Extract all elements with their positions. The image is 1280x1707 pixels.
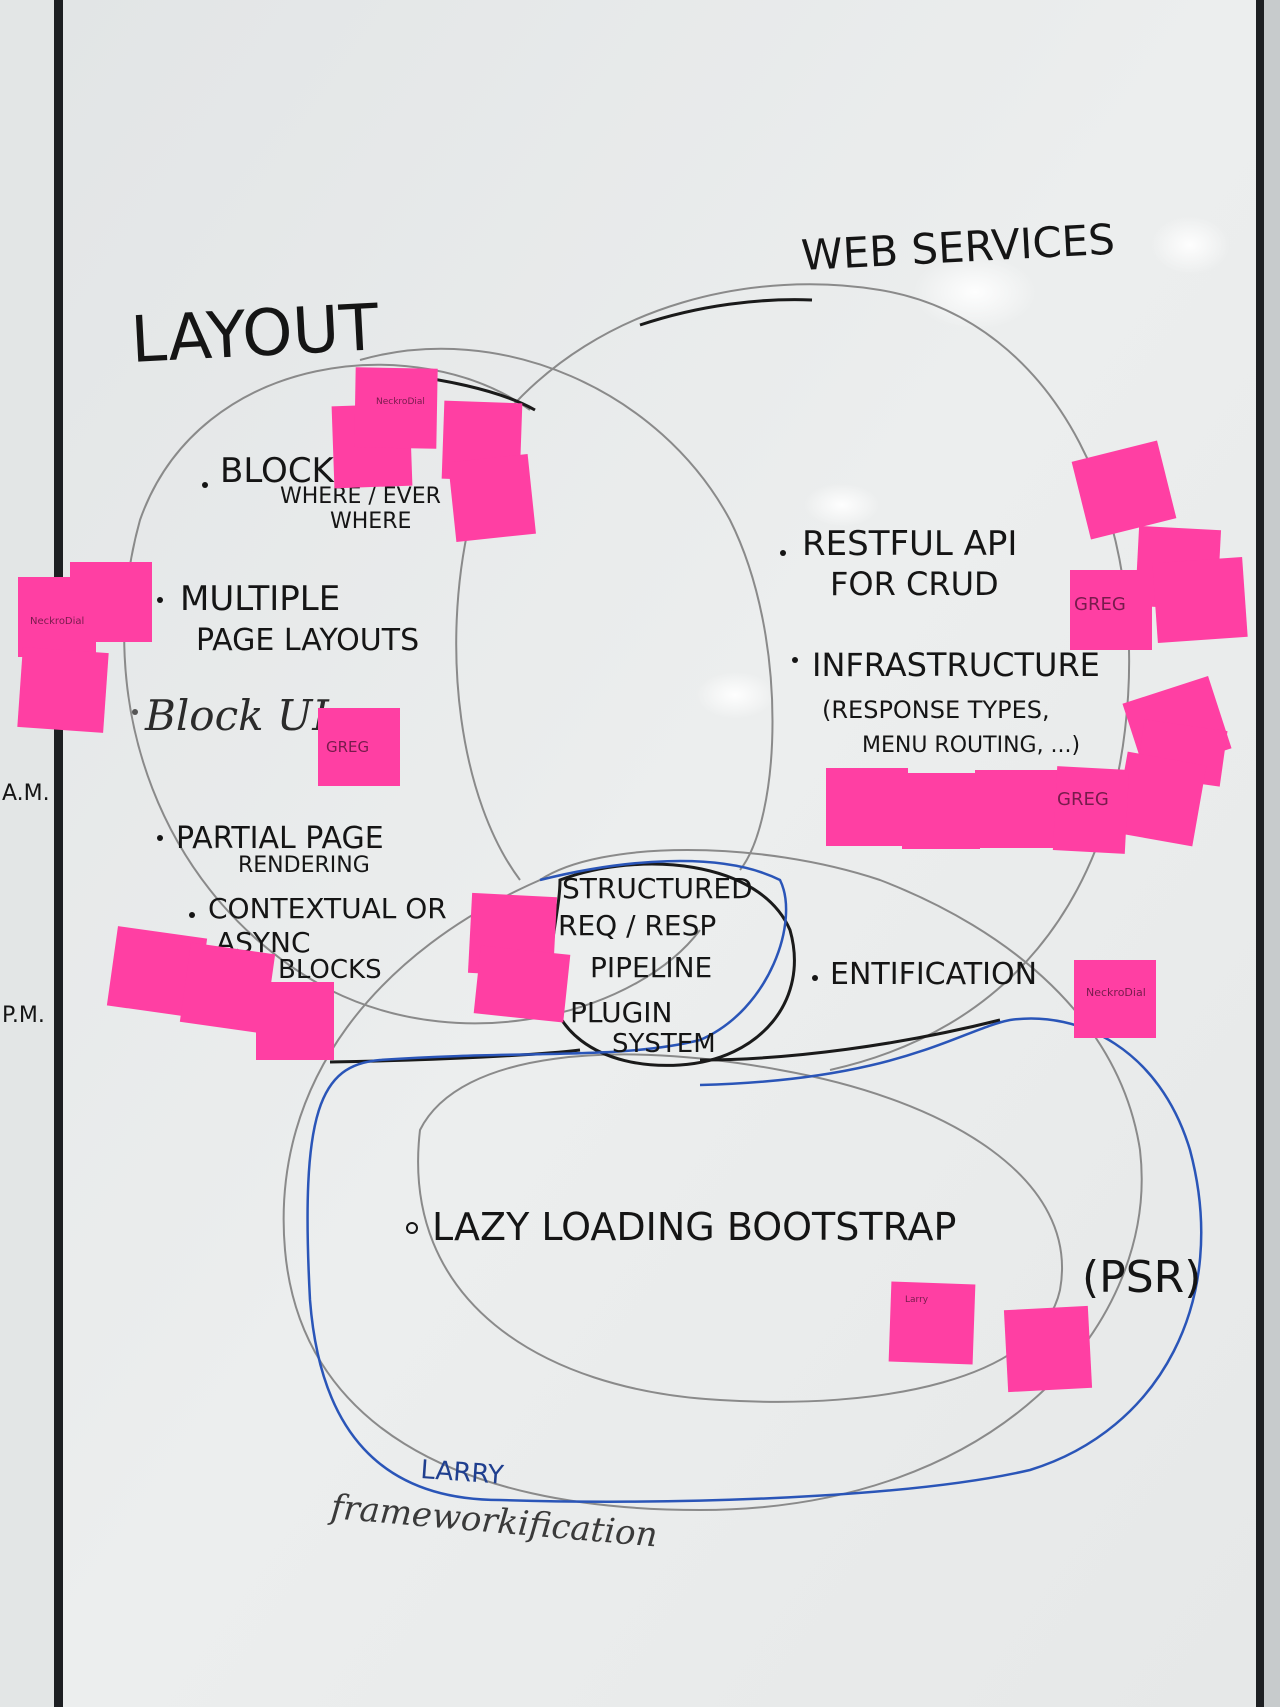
sticky-label-greg: GREG [1074,594,1126,615]
center-base-line [699,1018,1001,1062]
sticky-note [256,982,334,1060]
center-item-system: SYSTEM [612,1029,716,1059]
sticky-note [448,454,536,542]
sticky-note [473,945,571,1023]
web-item-response-types: (RESPONSE TYPES, [822,696,1050,724]
center-circle [282,849,1143,1512]
layout-item-where: WHERE [330,509,411,534]
sticky-label-greg: GREG [326,738,369,756]
sticky-note [1113,751,1207,847]
layout-item-where-ever: WHERE / EVER [280,484,441,509]
bullet [406,1222,418,1234]
sticky-note [179,942,276,1034]
sticky-note [1071,440,1177,540]
center-item-req-resp: REQ / RESP [558,909,716,942]
whiteboard-surface [62,0,1258,1707]
sticky-note [888,1281,976,1365]
bootstrap-oval [417,1053,1063,1403]
web-services-circle-inner [455,519,521,881]
center-item-pipeline: PIPELINE [590,951,712,984]
sticky-notes [17,367,1248,1393]
layout-item-partial-page: PARTIAL PAGE [176,821,384,856]
bullet [157,597,163,603]
bullet [780,550,786,556]
right-wall [1262,0,1280,1707]
side-mark-pm: P.M. [2,1003,45,1028]
light-glare [695,671,775,719]
layout-item-page-layouts: PAGE LAYOUTS [196,623,419,658]
sticky-note [17,647,109,733]
light-glare [913,254,1037,330]
sticky-note [1003,1305,1093,1393]
sticky-note [826,768,908,846]
light-glare [1150,215,1230,275]
side-mark-am: A.M. [2,781,50,806]
sticky-label-larry: Larry [905,1295,929,1305]
sticky-note [1052,766,1130,854]
web-item-entification: ENTIFICATION [830,957,1037,992]
bullet [812,975,818,981]
layout-title: LAYOUT [129,291,381,378]
center-item-structured: STRUCTURED [562,872,753,905]
board-frame-right [1256,0,1264,1707]
web-item-infrastructure: INFRASTRUCTURE [812,646,1100,684]
light-glare [804,483,880,527]
layout-circle-inner [359,347,774,871]
bullet [202,482,208,488]
bullet [189,912,195,918]
web-item-menu-routing: MENU ROUTING, ...) [862,733,1080,758]
web-item-restful-api: RESTFUL API [802,524,1017,564]
bottom-item-lazy-loading: LAZY LOADING BOOTSTRAP [432,1205,956,1249]
layout-item-rendering: RENDERING [238,853,370,878]
sticky-note [354,367,438,449]
bullet [157,835,163,841]
bullet [132,709,138,715]
bullet [792,657,798,663]
sticky-note [318,708,400,786]
layout-item-block-ui: Block UI [144,691,330,740]
layout-item-multiple: MULTIPLE [180,579,340,619]
layout-item-contextual: CONTEXTUAL OR [208,892,447,925]
center-item-plugin: PLUGIN [570,996,672,1029]
sticky-note [18,577,96,657]
sticky-label-greg: GREG [1057,789,1109,810]
layout-circle [123,363,701,1025]
larry-label: LARRY [420,1455,505,1491]
sticky-label-neckro: NeckroDial [376,397,425,407]
sticky-label-neckro: NeckroDial [1086,986,1146,999]
web-circle-ink [639,298,813,327]
sticky-note [975,770,1057,848]
layout-item-block: BLOCK [220,451,336,491]
layout-item-blocks: BLOCKS [278,955,382,985]
sticky-label-neckro: NeckroDial [30,616,84,627]
sticky-note [1074,960,1156,1038]
left-board [0,0,56,1707]
bottom-item-psr: (PSR) [1082,1252,1201,1303]
sticky-note [1070,570,1152,650]
web-item-for-crud: FOR CRUD [830,565,999,603]
sticky-note [106,926,208,1018]
sticky-note [902,773,980,849]
board-frame-left [54,0,63,1707]
sticky-note [1152,556,1248,644]
larry-blue-outline [306,859,1203,1503]
